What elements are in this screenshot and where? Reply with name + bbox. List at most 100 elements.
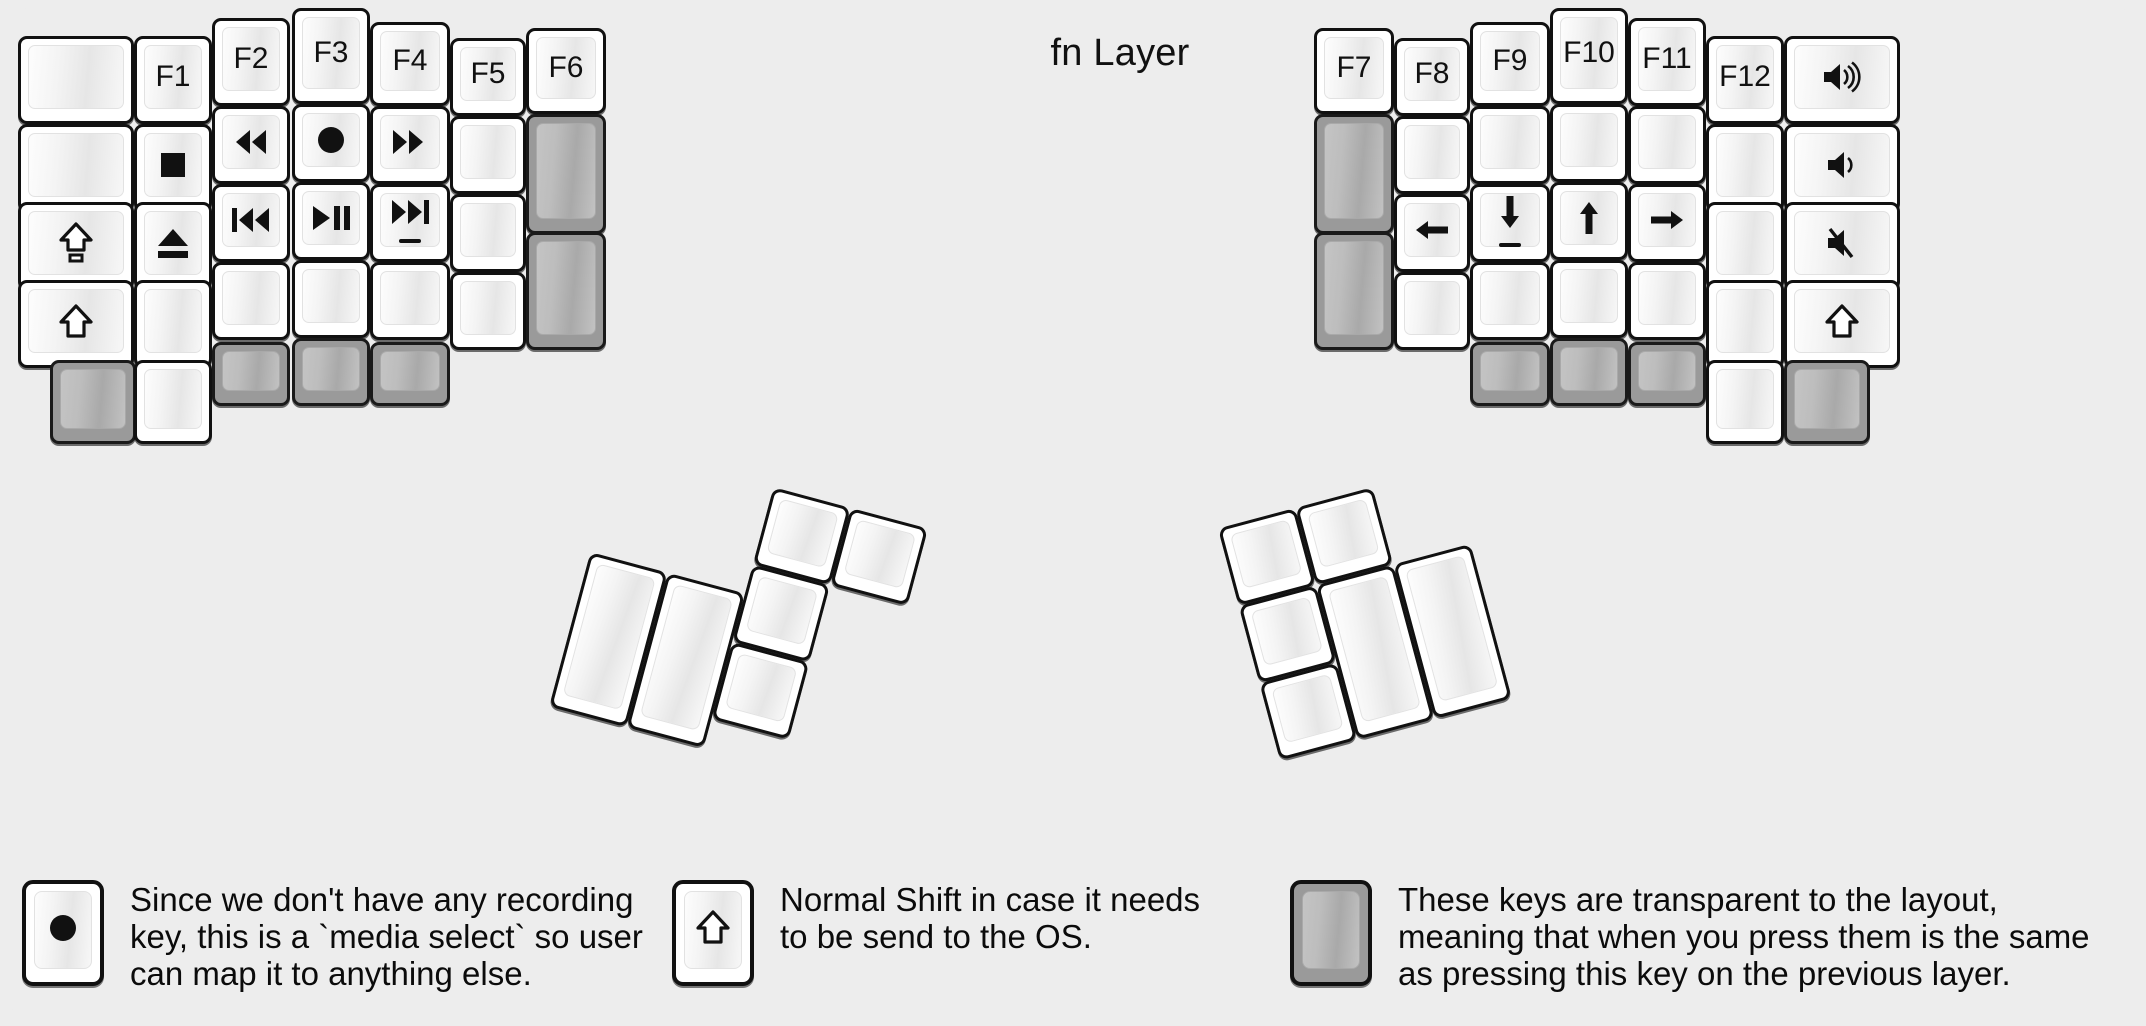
key-r-c2-r2[interactable] [1394,116,1470,194]
key-l-c3-r4[interactable] [212,262,290,340]
homing-bump-indicator [1499,242,1521,247]
key-r-c5-r2[interactable] [1628,106,1706,184]
key-l-c2-r5[interactable] [134,360,212,444]
key-r-c4-r4[interactable] [1550,260,1628,338]
key-label-text: F2 [233,42,269,75]
keycap-surface: F3 [302,17,360,89]
key-r-c2-r4[interactable] [1394,272,1470,350]
key-l-c1-r2[interactable] [18,124,134,212]
key-l-c5-r5[interactable] [370,342,450,406]
legend-transparent-key-sample [1290,880,1372,986]
keycap-surface [222,271,280,325]
key-r-c6-r1[interactable]: F12 [1706,36,1784,124]
key-r-c5-r4[interactable] [1628,262,1706,340]
key-l-c1-r5[interactable] [50,360,136,444]
key-l-c4-r4[interactable] [292,260,370,338]
key-r-c3-r4[interactable] [1470,262,1550,340]
shift-arrow-icon [1825,303,1859,339]
stop-icon [157,149,189,181]
keycap-surface [536,123,596,219]
keycap-surface [302,269,360,323]
key-label-text: F9 [1492,44,1528,77]
key-r-c1-r1[interactable]: F7 [1314,28,1394,114]
key-r-c7-r5[interactable] [1784,360,1870,444]
key-l-c4-r3[interactable] [292,182,370,260]
key-r-c3-r5[interactable] [1470,342,1550,406]
key-l-c5-r4[interactable] [370,262,450,340]
key-r-c2-r3[interactable] [1394,194,1470,272]
key-r-c1-r2[interactable] [1314,114,1394,234]
key-l-c6-r1[interactable]: F5 [450,38,526,116]
key-r-c5-r5[interactable] [1628,342,1706,406]
key-r-c7-r3[interactable] [1784,202,1900,290]
key-r-c4-r1[interactable]: F10 [1550,8,1628,104]
key-r-c4-r3[interactable] [1550,182,1628,260]
keycap-surface [302,191,360,245]
key-label-text: F7 [1336,51,1372,84]
key-l-c6-r4[interactable] [450,272,526,350]
keycap-surface: F1 [144,45,202,109]
key-l-c3-r3[interactable] [212,184,290,262]
key-l-c7-r2[interactable] [526,114,606,234]
legend-shift: Normal Shift in case it needs to be send… [672,880,1200,986]
key-l-c1-r3[interactable] [18,202,134,290]
key-l-c2-r1[interactable]: F1 [134,36,212,124]
key-l-c7-r1[interactable]: F6 [526,28,606,114]
key-r-c6-r4[interactable] [1706,280,1784,368]
key-r-c6-r3[interactable] [1706,202,1784,290]
keycap-surface: F7 [1324,37,1384,99]
eject-icon [155,226,191,260]
key-r-c4-r5[interactable] [1550,338,1628,406]
key-r-c7-r1[interactable] [1784,36,1900,124]
key-l-c5-r2[interactable] [370,106,450,184]
key-r-c6-r2[interactable] [1706,124,1784,212]
key-l-c5-r1[interactable]: F4 [370,22,450,106]
keycap-surface [1794,289,1890,353]
keycap-surface [1794,369,1860,429]
legend-shift-text: Normal Shift in case it needs to be send… [780,881,1201,955]
keycap-surface [1716,133,1774,197]
key-l-c1-r1[interactable] [18,36,134,124]
key-l-c2-r4[interactable] [134,280,212,368]
key-r-c2-r1[interactable]: F8 [1394,38,1470,116]
keycap-surface [28,289,124,353]
key-label-text: F1 [155,60,191,93]
key-l-c6-r2[interactable] [450,116,526,194]
key-r-c7-r2[interactable] [1784,124,1900,212]
key-l-c5-r3[interactable] [370,184,450,262]
key-label-text: F8 [1414,57,1450,90]
keycap-surface: F6 [536,37,596,99]
key-r-c4-r2[interactable] [1550,104,1628,182]
rewind-icon [231,128,271,156]
key-l-c1-r4[interactable] [18,280,134,368]
key-l-c7-r3[interactable] [526,232,606,350]
key-r-c5-r1[interactable]: F11 [1628,18,1706,106]
keycap-surface [28,133,124,197]
key-r-c3-r2[interactable] [1470,106,1550,184]
key-l-c3-r5[interactable] [212,342,290,406]
key-l-c4-r1[interactable]: F3 [292,8,370,104]
key-l-c4-r5[interactable] [292,338,370,406]
key-l-c3-r1[interactable]: F2 [212,18,290,106]
key-r-c6-r5[interactable] [1706,360,1784,444]
key-r-c3-r1[interactable]: F9 [1470,22,1550,106]
keycap-surface [222,115,280,169]
keycap-surface [1324,123,1384,219]
keycap-surface [1307,498,1380,569]
key-r-c7-r4[interactable] [1784,280,1900,368]
arrow-down-icon [1495,194,1525,247]
key-label-text: F11 [1642,42,1692,75]
keycap-surface [1271,673,1344,744]
key-l-c3-r2[interactable] [212,106,290,184]
key-r-c1-r3[interactable] [1314,232,1394,350]
keycap-surface [1480,115,1540,169]
key-r-c5-r3[interactable] [1628,184,1706,262]
key-l-c2-r3[interactable] [134,202,212,290]
key-l-c6-r3[interactable] [450,194,526,272]
key-r-c3-r3[interactable] [1470,184,1550,262]
keycap-surface [34,891,92,969]
key-l-c4-r2[interactable] [292,104,370,182]
key-l-c2-r2[interactable] [134,124,212,212]
key-label-text: F10 [1563,36,1615,69]
